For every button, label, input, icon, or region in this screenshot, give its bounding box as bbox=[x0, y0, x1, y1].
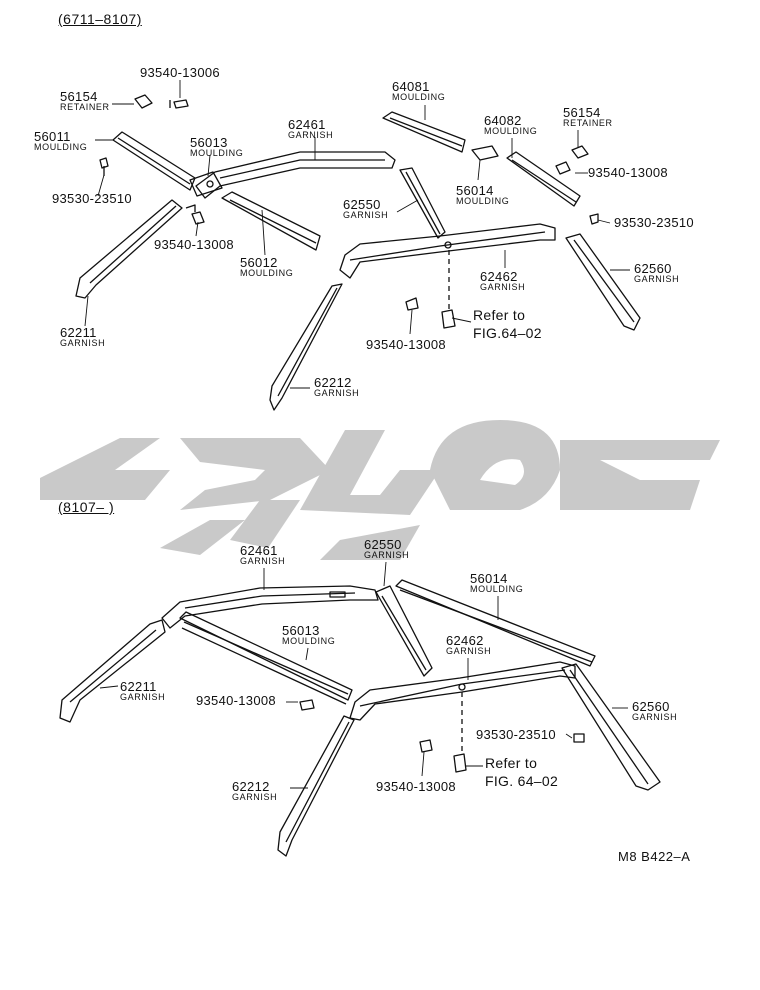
label-56014-b: 56014 MOULDING bbox=[470, 571, 524, 594]
bolt-93540-b2 bbox=[419, 739, 433, 753]
part-62550 bbox=[399, 167, 446, 239]
label-93540-13008-left: 93540-13008 bbox=[154, 237, 234, 252]
label-93540-13008-b1: 93540-13008 bbox=[196, 693, 276, 708]
part-62560-b bbox=[561, 663, 661, 791]
screw-93530-right bbox=[589, 213, 599, 225]
label-62550: 62550 GARNISH bbox=[343, 197, 389, 220]
label-64082: 64082 MOULDING bbox=[484, 113, 538, 136]
part-62461 bbox=[195, 151, 396, 199]
label-62462: 62462 GARNISH bbox=[480, 269, 526, 292]
label-56013: 56013 MOULDING bbox=[190, 135, 244, 158]
label-93540-13008-right: 93540-13008 bbox=[588, 165, 668, 180]
section-range-bottom: (8107– ) bbox=[58, 499, 115, 515]
label-93540-13008-center: 93540-13008 bbox=[366, 337, 446, 352]
label-93540-13006: 93540-13006 bbox=[140, 65, 220, 80]
label-62560-b: 62560 GARNISH bbox=[632, 699, 678, 722]
label-56013-b: 56013 MOULDING bbox=[282, 623, 336, 646]
label-56011: 56011 MOULDING bbox=[34, 129, 88, 152]
label-62211: 62211 GARNISH bbox=[60, 325, 106, 348]
label-62212: 62212 GARNISH bbox=[314, 375, 360, 398]
part-62211 bbox=[75, 199, 183, 299]
part-64082 bbox=[506, 151, 581, 207]
label-56012: 56012 MOULDING bbox=[240, 255, 294, 278]
label-62461-b: 62461 GARNISH bbox=[240, 543, 286, 566]
bolt-93540-b1 bbox=[299, 699, 315, 711]
clip-93540-left bbox=[185, 204, 205, 225]
label-62212-b: 62212 GARNISH bbox=[232, 779, 278, 802]
part-56013-b bbox=[179, 611, 353, 705]
label-56154-left: 56154 RETAINER bbox=[60, 89, 110, 112]
label-62560: 62560 GARNISH bbox=[634, 261, 680, 284]
part-62211-b bbox=[59, 619, 166, 723]
label-62211-b: 62211 GARNISH bbox=[120, 679, 166, 702]
figure-code: M8 B422–A bbox=[618, 849, 691, 864]
screw-93530-b bbox=[573, 733, 585, 743]
label-62550-b: 62550 GARNISH bbox=[364, 537, 410, 560]
part-62462 bbox=[339, 223, 556, 279]
label-93530-23510-b: 93530-23510 bbox=[476, 727, 556, 742]
part-56154-left bbox=[134, 94, 153, 109]
label-62461: 62461 GARNISH bbox=[288, 117, 334, 140]
clip-refer-b bbox=[453, 753, 467, 773]
part-56154-right bbox=[571, 145, 589, 159]
bolt-93540-13006 bbox=[169, 99, 189, 109]
clip-refer bbox=[441, 309, 456, 329]
bolt-93540-right bbox=[555, 161, 571, 175]
part-62212-b bbox=[277, 715, 355, 857]
label-93530-23510-right: 93530-23510 bbox=[614, 215, 694, 230]
label-refer-bottom: Refer to FIG. 64–02 bbox=[485, 755, 559, 789]
part-56014-b bbox=[395, 579, 596, 667]
label-64081: 64081 MOULDING bbox=[392, 79, 446, 102]
label-62462-b: 62462 GARNISH bbox=[446, 633, 492, 656]
screw-93530-left bbox=[99, 157, 109, 176]
part-62461-b bbox=[161, 585, 379, 629]
label-93530-23510-left: 93530-23510 bbox=[52, 191, 132, 206]
label-refer-top: Refer to FIG.64–02 bbox=[473, 307, 542, 341]
part-56012 bbox=[221, 191, 321, 251]
label-56154-right: 56154 RETAINER bbox=[563, 105, 613, 128]
part-56013 bbox=[189, 171, 223, 197]
bolt-93540-center bbox=[405, 297, 419, 311]
part-56014 bbox=[471, 145, 499, 161]
label-93540-13008-b2: 93540-13008 bbox=[376, 779, 456, 794]
part-64081 bbox=[382, 111, 466, 153]
label-56014: 56014 MOULDING bbox=[456, 183, 510, 206]
section-range-top: (6711–8107) bbox=[58, 11, 142, 27]
part-62462-b bbox=[349, 661, 576, 721]
part-62560 bbox=[565, 233, 641, 331]
part-62550-b bbox=[375, 585, 433, 677]
part-62212 bbox=[269, 283, 343, 411]
